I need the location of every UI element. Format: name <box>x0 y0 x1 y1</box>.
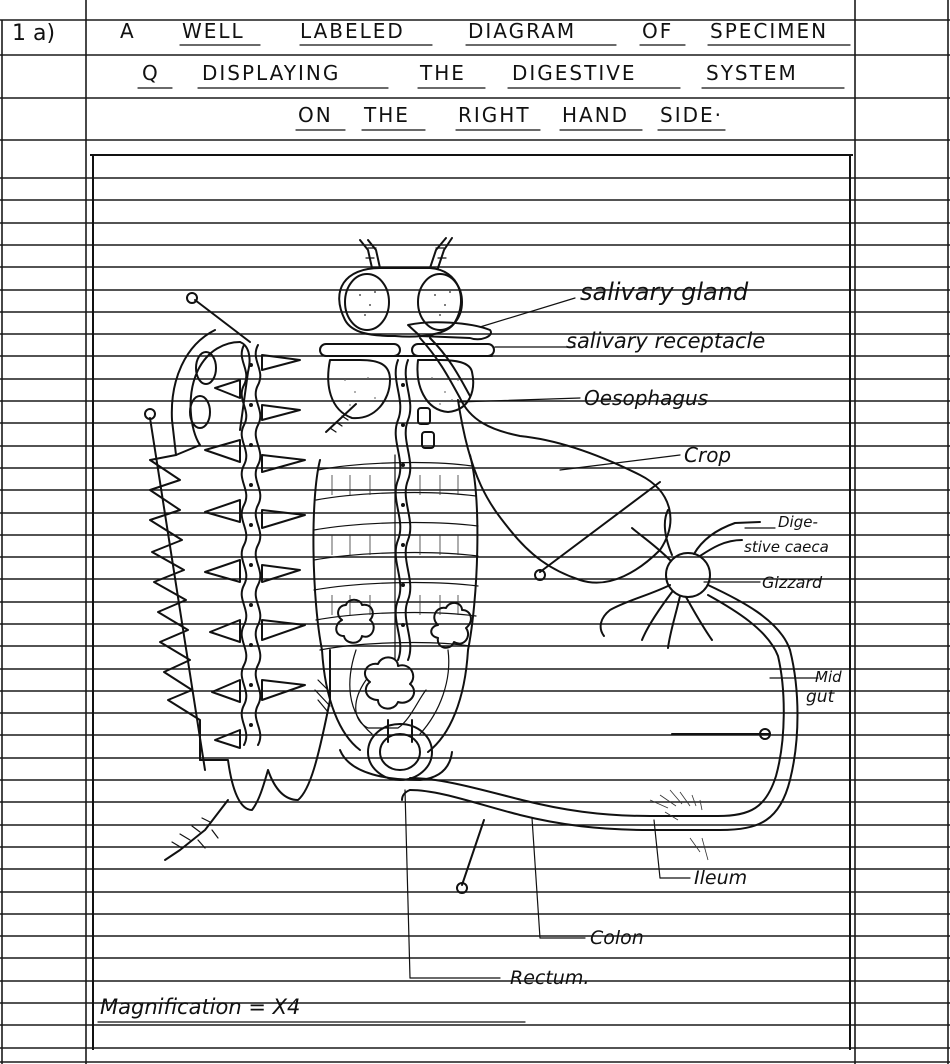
heading-line-2: Q DISPLAYING THE DIGESTIVE SYSTEM <box>138 61 844 88</box>
heading-word: Q <box>142 61 160 85</box>
heading-word: DIGESTIVE <box>512 61 637 85</box>
label-gizzard: Gizzard <box>762 573 823 592</box>
heading-word: WELL <box>182 19 245 43</box>
abdomen-segments <box>313 360 478 752</box>
heading-word: DIAGRAM <box>468 19 576 43</box>
label-colon: Colon <box>590 927 644 949</box>
heading-word: OF <box>642 19 673 43</box>
heading-word: ON <box>298 103 333 127</box>
label-salivary-gland: salivary gland <box>580 278 749 306</box>
heading-word: A <box>120 19 136 43</box>
heading-word: SPECIMEN <box>710 19 828 43</box>
label-ileum: Ileum <box>694 867 747 889</box>
heading-word: RIGHT <box>458 103 531 127</box>
label-midgut-2: gut <box>806 687 836 707</box>
label-rectum: Rectum. <box>510 967 589 989</box>
label-midgut-1: Mid <box>815 668 842 686</box>
heading-line-3: ON THE RIGHT HAND SIDE· <box>296 103 725 130</box>
magnification: Magnification = X4 <box>100 995 300 1019</box>
label-crop: Crop <box>684 443 731 467</box>
heading-word: SYSTEM <box>706 61 798 85</box>
diagram-labels: salivary gland salivary receptacle Oesop… <box>510 278 842 989</box>
heading-word: THE <box>419 61 466 85</box>
heading-word: THE <box>363 103 410 127</box>
heading-word: LABELED <box>300 19 405 43</box>
question-number: 1 a) <box>12 21 55 46</box>
heading-line-1: A WELL LABELED DIAGRAM OF SPECIMEN <box>120 19 850 45</box>
label-oesophagus: Oesophagus <box>584 386 708 410</box>
label-digestive-caeca-1: Dige- <box>778 513 818 531</box>
label-digestive-caeca-2: stive caeca <box>744 538 829 556</box>
heading-word: SIDE· <box>660 103 723 127</box>
salivary-receptacle-drawing <box>320 344 494 356</box>
heading-word: HAND <box>562 103 629 127</box>
heading-word: DISPLAYING <box>202 61 340 85</box>
gland-masses <box>336 600 471 734</box>
label-salivary-receptacle: salivary receptacle <box>566 329 765 353</box>
anal-region <box>340 720 452 780</box>
